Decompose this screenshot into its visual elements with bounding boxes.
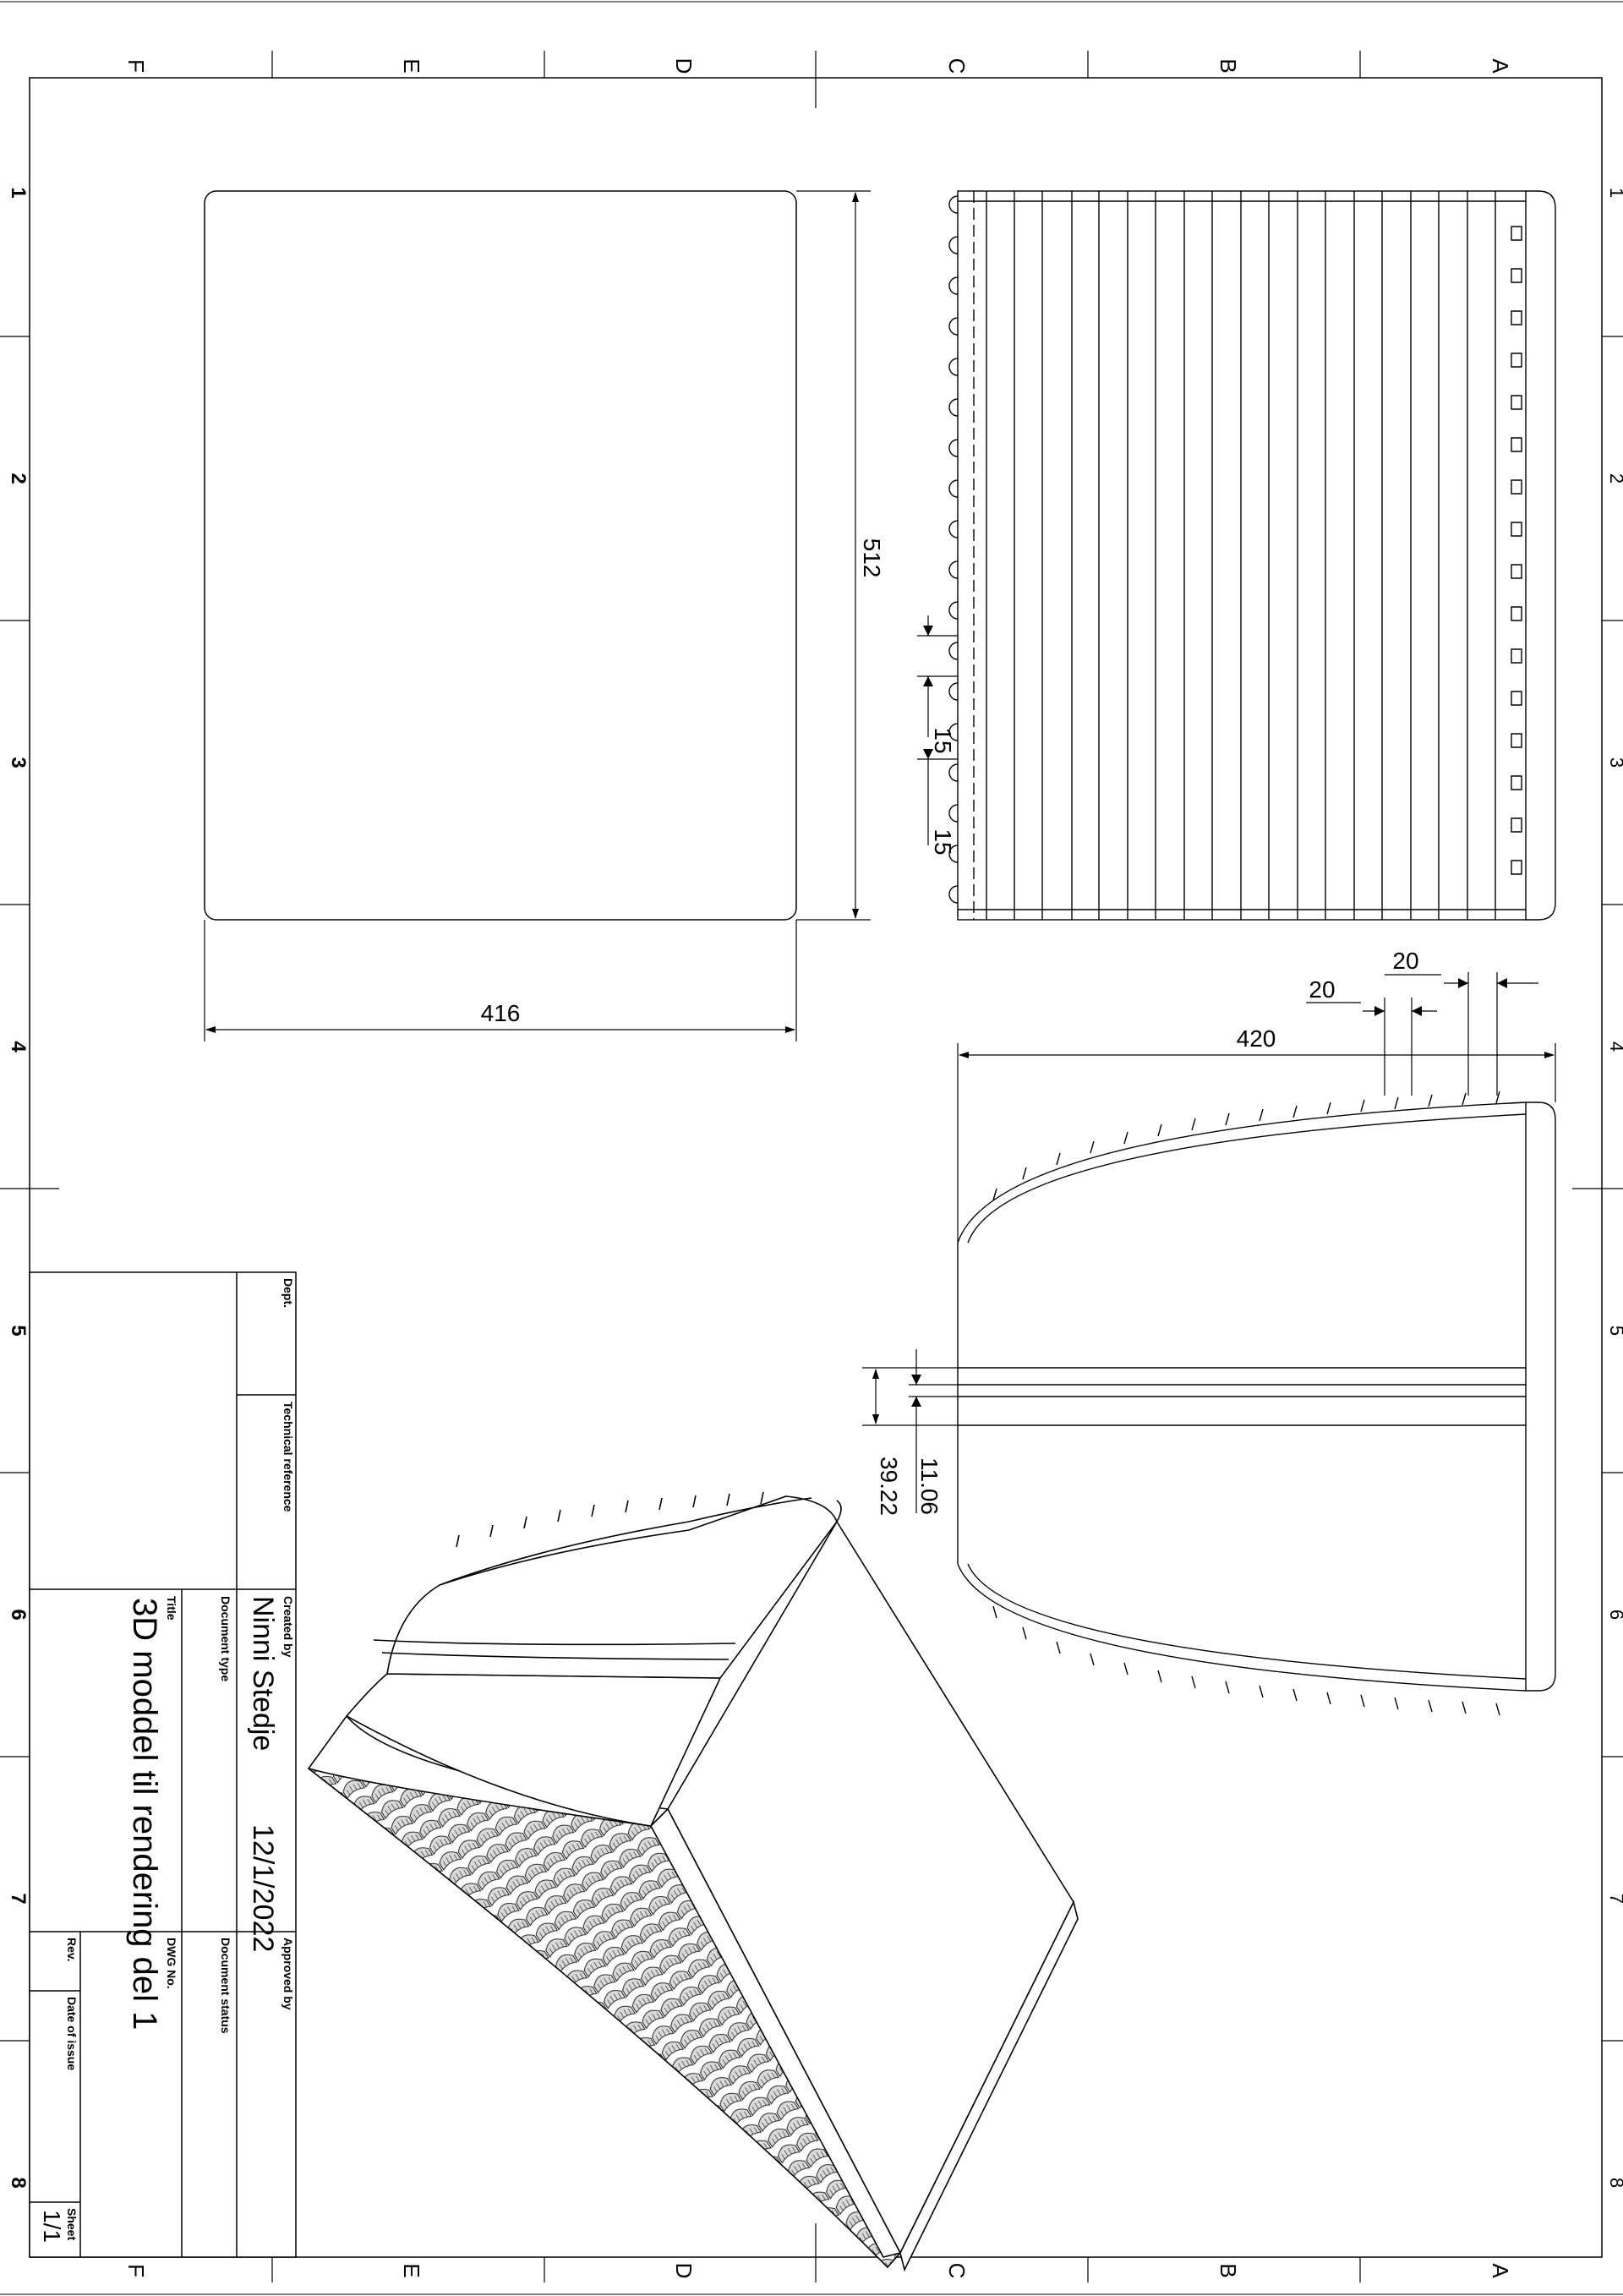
row-label-3-right: 3 [1606,757,1623,768]
row-label-5: 5 [7,1325,30,1336]
sheet-label: Sheet [65,2208,79,2240]
technical-reference-label: Technical reference [281,1402,295,1512]
dim-groove-b: 39.22 [876,1457,902,1516]
row-labels-right: 1 2 3 4 5 6 7 8 [1606,188,1623,2188]
row-ticks [0,336,1623,2042]
title-label: Title [165,1596,178,1621]
row-label-7: 7 [7,1893,30,1904]
dim-slat-pitch-b: 15 [930,828,956,855]
row-label-6: 6 [7,1609,30,1620]
col-label-c: C [944,58,970,74]
front-view [204,190,797,921]
row-label-2-right: 2 [1606,473,1623,484]
slat-pitch-dimension [917,615,958,845]
column-labels-top: F E D C B A [123,58,1513,74]
isometric-view [307,1491,1079,2272]
row-label-7-right: 7 [1606,1894,1623,1904]
drawing-title: 3D moddel til rendering del 1 [126,1598,163,2030]
front-view-width-dimension [204,920,797,1041]
row-labels-left: 1 2 3 4 5 6 7 8 [7,187,30,2188]
created-by-value: Ninni Stedje [247,1596,279,1751]
front-view-height-dimension [796,190,871,921]
dim-side-total: 420 [1237,1025,1276,1052]
row-label-1: 1 [7,187,30,198]
slatted-view [948,190,1556,921]
row-label-1-right: 1 [1606,188,1623,198]
document-type-label: Document type [219,1596,232,1681]
row-label-4: 4 [7,1041,30,1052]
document-status-label: Document status [219,1938,232,2034]
row-label-8: 8 [7,2177,30,2188]
side-step-dimensions [1306,972,1538,1096]
side-view [957,1091,1556,1716]
dim-groove-a: 11.06 [916,1457,943,1515]
col-label-e: E [399,58,424,73]
col-label-e-bottom: E [399,2263,424,2277]
col-label-f-bottom: F [123,2264,149,2277]
dim-slat-pitch-a: 15 [930,727,956,753]
col-label-f: F [123,59,149,73]
dwg-no-label: DWG No. [165,1938,178,1989]
sheet-value: 1/1 [39,2210,65,2243]
row-label-4-right: 4 [1606,1041,1623,1052]
approved-by-label: Approved by [281,1938,295,2010]
row-label-5-right: 5 [1606,1326,1623,1336]
row-label-3: 3 [7,757,30,768]
column-ticks [271,51,1361,2282]
row-label-8-right: 8 [1606,2178,1623,2188]
col-label-a: A [1488,58,1513,74]
title-block [29,1271,297,2258]
column-labels-bottom: F E D C B A [123,2263,1513,2279]
col-label-a-bottom: A [1488,2263,1513,2278]
dim-side-step-b: 20 [1392,948,1418,974]
dept-label: Dept. [281,1278,295,1308]
rev-label: Rev. [65,1938,79,1962]
row-label-6-right: 6 [1606,1610,1623,1620]
date-of-issue-label: Date of issue [65,1997,79,2070]
created-by-label: Created by [281,1596,295,1658]
title-block-text: Dept. Technical reference Created by Nin… [39,1278,295,2243]
date-value: 12/1/2022 [247,1824,279,1952]
row-label-2: 2 [7,473,30,484]
dim-front-width: 416 [481,1000,521,1026]
dim-front-height: 512 [859,538,885,578]
dim-side-step-a: 20 [1309,976,1335,1003]
side-view-width-dimension [957,1043,1556,1243]
col-label-c-bottom: C [944,2263,970,2279]
col-label-d: D [671,58,697,74]
groove-dimensions [862,1349,958,1513]
col-label-d-bottom: D [671,2263,697,2279]
col-label-b-bottom: B [1216,2263,1241,2277]
col-label-b: B [1216,58,1241,73]
